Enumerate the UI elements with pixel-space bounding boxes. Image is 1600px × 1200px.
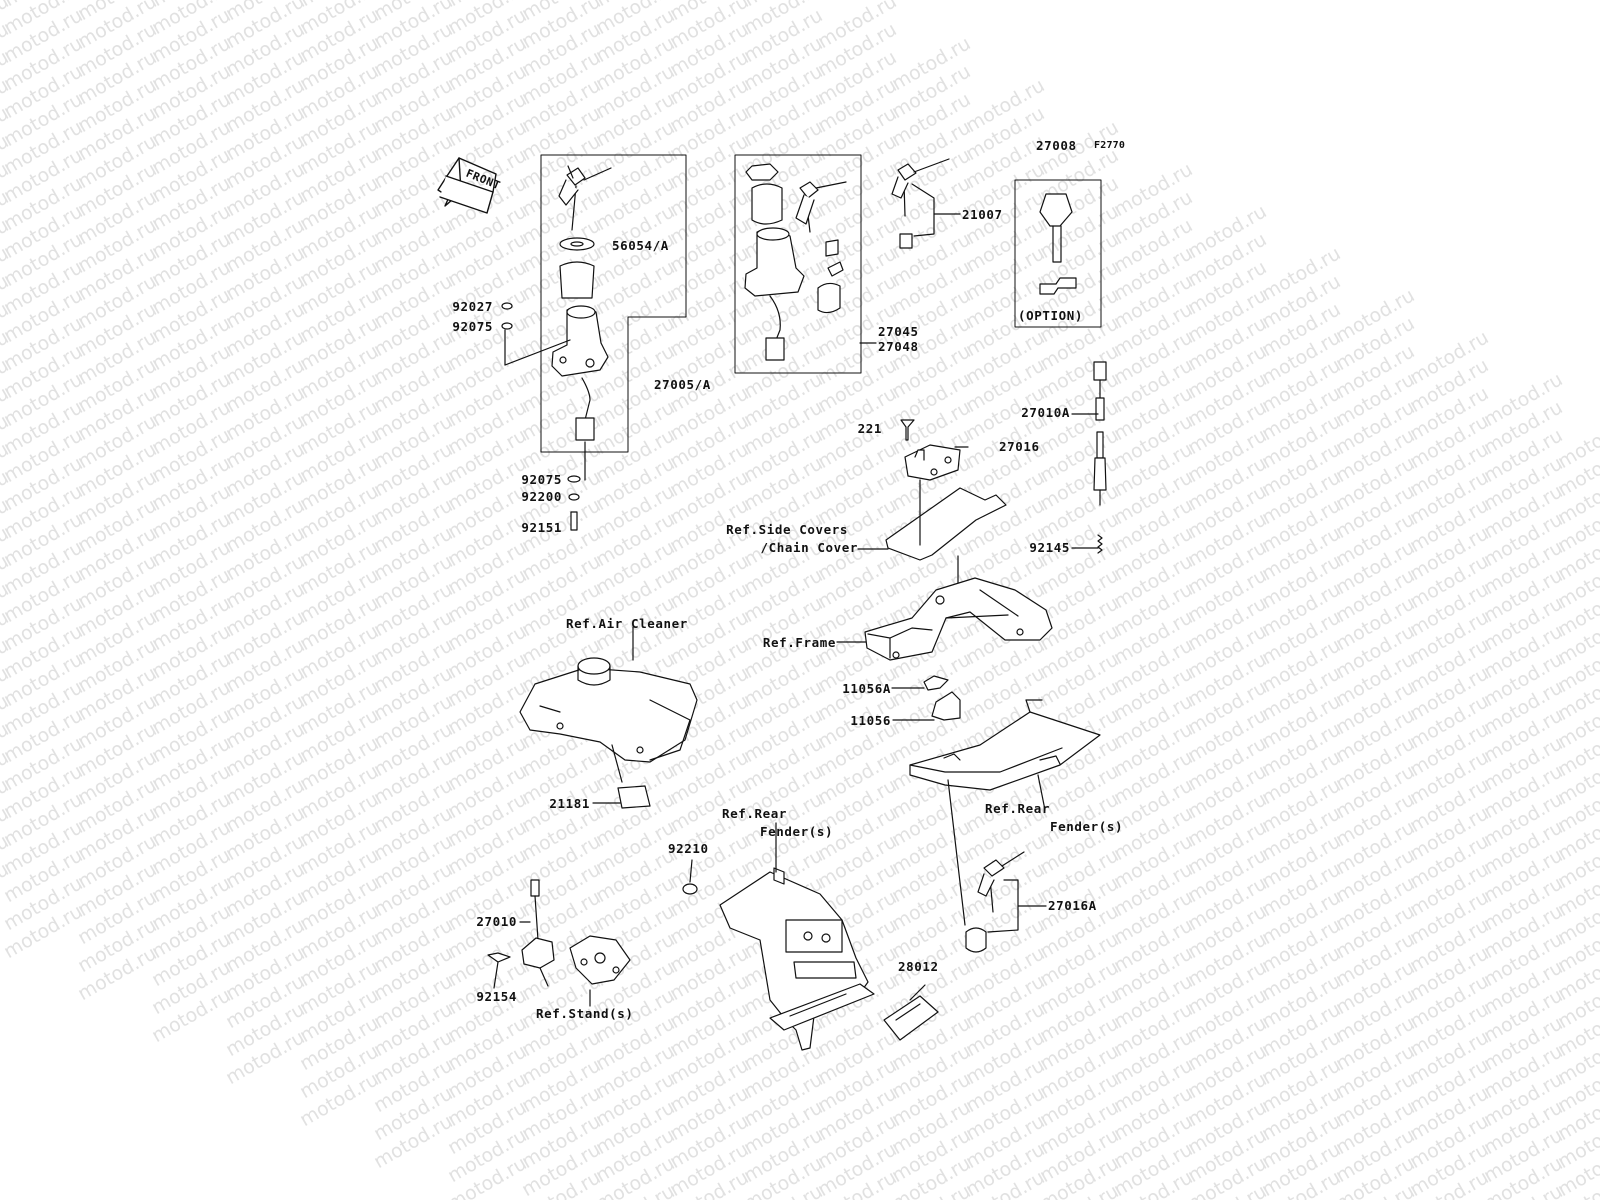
side-cover-plate: [885, 487, 1007, 561]
label-ref-stand: Ref.Stand(s): [536, 1006, 634, 1021]
rear-fender-right: [909, 699, 1101, 791]
label-ref-air-cleaner: Ref.Air Cleaner: [566, 616, 688, 631]
label-92075-lower: 92075: [521, 472, 562, 487]
cap-27045: [751, 183, 783, 225]
figure-code: F2770: [1094, 140, 1126, 151]
bolt-92154: [487, 952, 511, 963]
group-box-27005a: [540, 154, 687, 453]
washer-92200: [568, 493, 580, 501]
label-ref-rear-fender-right: Ref.Rear: [985, 801, 1051, 816]
label-28012: 28012: [898, 959, 939, 974]
label-92151: 92151: [521, 520, 562, 535]
key-icon: [891, 158, 950, 217]
license-lamp-icon: [769, 983, 875, 1031]
stand-bracket: [569, 935, 631, 985]
module-21181: [617, 785, 651, 809]
label-11056a: 11056A: [842, 681, 891, 696]
ignition-cap: [559, 261, 595, 299]
washer-92075a: [501, 322, 513, 330]
nut-92210: [682, 883, 698, 895]
label-92027: 92027: [452, 299, 493, 314]
label-27048: 27048: [878, 339, 919, 354]
clip-part: [827, 261, 844, 277]
side-stand-switch-icon: [521, 879, 555, 987]
label-221: 221: [857, 421, 882, 436]
front-arrow-icon: [437, 157, 497, 214]
label-27005a: 27005/A: [654, 377, 711, 392]
key-icon: [977, 851, 1025, 913]
reflector-icon: [883, 995, 939, 1041]
air-cleaner-housing: [519, 657, 698, 783]
label-27045: 27045: [878, 324, 919, 339]
ignition-switch-icon: [744, 227, 805, 361]
washer-92075b: [567, 475, 581, 483]
label-92145: 92145: [1029, 540, 1070, 555]
label-92075-upper: 92075: [452, 319, 493, 334]
label-ref-side-covers: Ref.Side Covers: [726, 522, 848, 537]
label-fender-s-right: Fender(s): [1050, 819, 1124, 834]
rear-fender-center: [719, 867, 869, 1051]
seat-lock-icon: [965, 927, 987, 953]
screw-221: [900, 419, 915, 441]
label-27010a: 27010A: [1021, 405, 1070, 420]
nut-92027: [501, 302, 513, 310]
label-fender-s-center: Fender(s): [760, 824, 834, 839]
group-box-27045: [734, 154, 862, 374]
label-27010: 27010: [476, 914, 517, 929]
rear-frame: [864, 577, 1053, 661]
label-92154: 92154: [476, 989, 517, 1004]
label-92210: 92210: [668, 841, 709, 856]
bracket-11056: [931, 691, 961, 721]
label-ref-frame: Ref.Frame: [762, 635, 836, 650]
option-box-27008: [1014, 179, 1102, 328]
seat-lock-body: [817, 282, 841, 314]
cylinder-small: [825, 239, 839, 257]
label-92200: 92200: [521, 489, 562, 504]
ignition-switch-icon: [551, 305, 609, 441]
label-11056: 11056: [850, 713, 891, 728]
label-21181: 21181: [549, 796, 590, 811]
key-cylinder-21007: [899, 233, 913, 249]
clip-11056a: [923, 675, 949, 691]
spring-92145: [1097, 534, 1103, 554]
label-21007: 21007: [962, 207, 1003, 222]
brake-light-switch-icon: [1093, 361, 1107, 506]
label-ref-chain-cover: /Chain Cover: [760, 540, 858, 555]
label-56054a: 56054/A: [612, 238, 669, 253]
label-27016: 27016: [999, 439, 1040, 454]
key-icon: [558, 165, 612, 231]
label-27016a: 27016A: [1048, 898, 1097, 913]
key-icon: [795, 181, 847, 233]
bolt-92151: [570, 511, 578, 531]
label-27008: 27008: [1036, 138, 1077, 153]
key-icon: [1039, 193, 1077, 295]
label-ref-rear-fender-center: Ref.Rear: [722, 806, 788, 821]
option-label: (OPTION): [1018, 308, 1084, 323]
washer-56054a: [559, 237, 595, 251]
ring-part: [745, 163, 779, 181]
